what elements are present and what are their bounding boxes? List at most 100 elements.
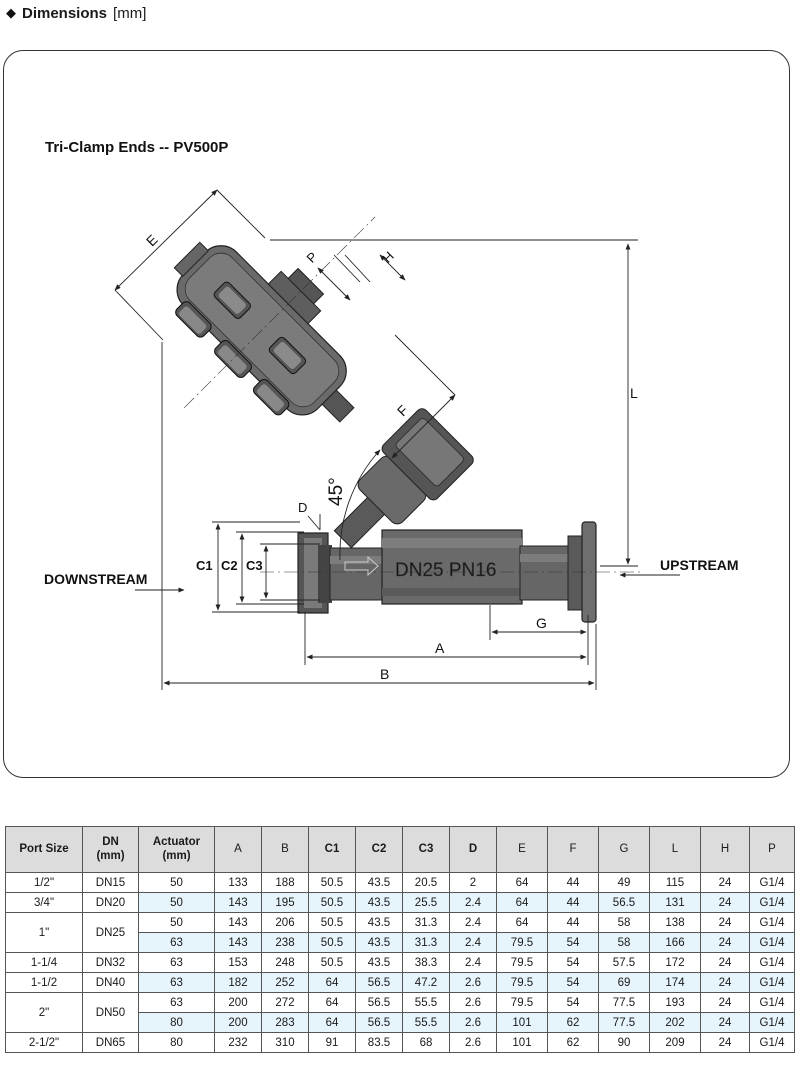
dn-cell: DN15 — [82, 872, 139, 893]
table-cell: G1/4 — [749, 872, 795, 893]
table-cell: 43.5 — [355, 892, 403, 913]
table-cell: 20.5 — [402, 872, 450, 893]
dn-cell: DN40 — [82, 972, 139, 993]
table-cell: 2.4 — [449, 952, 497, 973]
dim-label-L: L — [630, 385, 638, 401]
table-cell: 77.5 — [598, 992, 650, 1013]
table-cell: 64 — [496, 892, 548, 913]
angle-label: 45° — [326, 477, 347, 506]
table-cell: 44 — [547, 872, 599, 893]
unit-label: [mm] — [113, 4, 147, 22]
table-cell: 38.3 — [402, 952, 450, 973]
table-cell: 209 — [649, 1032, 701, 1053]
diagram-title: Tri-Clamp Ends -- PV500P — [45, 139, 228, 156]
table-cell: 101 — [496, 1032, 548, 1053]
dim-label-C2: C2 — [221, 558, 238, 573]
table-cell: 232 — [214, 1032, 262, 1053]
table-cell: 24 — [700, 992, 750, 1013]
table-cell: 248 — [261, 952, 309, 973]
table-cell: 200 — [214, 992, 262, 1013]
valve-body: DN25 PN16 — [260, 521, 640, 623]
table-cell: 54 — [547, 992, 599, 1013]
table-cell: 193 — [649, 992, 701, 1013]
column-header-G: G — [598, 826, 650, 873]
table-cell: 43.5 — [355, 872, 403, 893]
table-cell: 31.3 — [402, 932, 450, 953]
table-cell: 143 — [214, 892, 262, 913]
dim-label-E: E — [143, 231, 161, 249]
table-cell: 56.5 — [598, 892, 650, 913]
column-header-P: P — [749, 826, 795, 873]
column-header-F: F — [547, 826, 599, 873]
table-cell: 2.4 — [449, 932, 497, 953]
table-cell: 79.5 — [496, 992, 548, 1013]
port-size-cell: 1-1/4 — [5, 952, 83, 973]
table-cell: 54 — [547, 972, 599, 993]
diamond-bullet-icon: ◆ — [6, 5, 16, 20]
table-cell: 24 — [700, 1012, 750, 1033]
table-cell: G1/4 — [749, 992, 795, 1013]
table-cell: 64 — [496, 872, 548, 893]
table-cell: 58 — [598, 912, 650, 933]
table-cell: 172 — [649, 952, 701, 973]
table-cell: 153 — [214, 952, 262, 973]
table-cell: 47.2 — [402, 972, 450, 993]
dim-label-C1: C1 — [196, 558, 213, 573]
table-cell: 64 — [308, 992, 356, 1013]
table-cell: 79.5 — [496, 972, 548, 993]
table-cell: 24 — [700, 932, 750, 953]
dim-label-G: G — [536, 615, 547, 631]
dn-cell: DN25 — [82, 912, 139, 953]
dim-label-A: A — [435, 640, 445, 656]
table-cell: 50.5 — [308, 872, 356, 893]
table-cell: 80 — [138, 1032, 215, 1053]
table-cell: 31.3 — [402, 912, 450, 933]
dim-label-F: F — [394, 402, 411, 419]
table-cell: 143 — [214, 932, 262, 953]
table-cell: 58 — [598, 932, 650, 953]
column-header-C3: C3 — [402, 826, 450, 873]
table-cell: 90 — [598, 1032, 650, 1053]
table-cell: 252 — [261, 972, 309, 993]
table-cell: 101 — [496, 1012, 548, 1033]
table-cell: 24 — [700, 952, 750, 973]
table-cell: 91 — [308, 1032, 356, 1053]
port-size-cell: 1" — [5, 912, 83, 953]
column-header-A: A — [214, 826, 262, 873]
column-header-act: Actuator(mm) — [138, 826, 215, 873]
table-cell: 115 — [649, 872, 701, 893]
column-header-D: D — [449, 826, 497, 873]
table-cell: 56.5 — [355, 972, 403, 993]
table-cell: 54 — [547, 932, 599, 953]
table-cell: 43.5 — [355, 952, 403, 973]
table-cell: 138 — [649, 912, 701, 933]
table-cell: 83.5 — [355, 1032, 403, 1053]
upstream-label: UPSTREAM — [660, 557, 739, 573]
port-size-cell: 2-1/2" — [5, 1032, 83, 1053]
table-cell: 131 — [649, 892, 701, 913]
column-header-C1: C1 — [308, 826, 356, 873]
actuator — [173, 216, 376, 423]
table-cell: G1/4 — [749, 932, 795, 953]
table-cell: 49 — [598, 872, 650, 893]
column-header-H: H — [700, 826, 750, 873]
table-cell: 44 — [547, 912, 599, 933]
table-cell: 68 — [402, 1032, 450, 1053]
dim-label-D: D — [298, 500, 307, 515]
table-cell: 50 — [138, 872, 215, 893]
table-cell: 63 — [138, 932, 215, 953]
table-cell: 43.5 — [355, 932, 403, 953]
table-cell: 166 — [649, 932, 701, 953]
dn-cell: DN32 — [82, 952, 139, 973]
table-cell: 57.5 — [598, 952, 650, 973]
table-cell: 63 — [138, 992, 215, 1013]
table-cell: 2 — [449, 872, 497, 893]
table-cell: 50.5 — [308, 952, 356, 973]
table-cell: 2.6 — [449, 992, 497, 1013]
